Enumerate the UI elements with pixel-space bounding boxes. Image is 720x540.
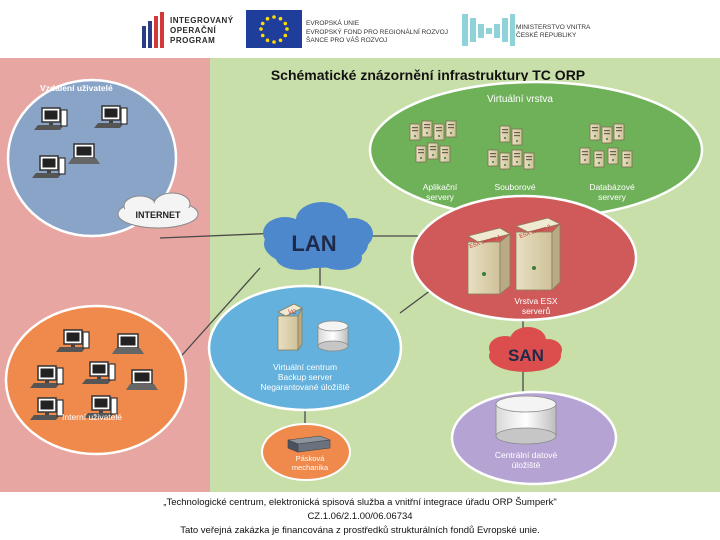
internal-users-label: Interní uživatelé: [62, 412, 122, 422]
footer: „Technologické centrum, elektronická spi…: [0, 492, 720, 540]
internet-label: INTERNET: [136, 210, 182, 220]
iop-line-3: PROGRAM: [170, 36, 216, 45]
virtual-center-label-1: Virtuální centrum: [273, 362, 337, 372]
tape-drive-label-1: Pásková: [296, 454, 326, 463]
eu-logo: EVROPSKÁ UNIE EVROPSKÝ FOND PRO REGIONÁL…: [246, 10, 456, 50]
app-servers-label-2: servery: [426, 192, 455, 202]
infrastructure-diagram: Schématické znázornění infrastruktury TC…: [0, 58, 720, 492]
eu-line-1: EVROPSKÁ UNIE: [306, 20, 360, 27]
esx-server-2-icon: [514, 217, 562, 291]
vc-server-icon: [277, 303, 303, 352]
esx-server-1-icon: [466, 227, 512, 295]
footer-funding-note: Tato veřejná zakázka je financována z pr…: [180, 525, 540, 536]
footer-project-title: „Technologické centrum, elektronická spi…: [163, 497, 557, 508]
central-storage-label-2: úložiště: [512, 460, 541, 470]
iop-logo: INTEGROVANÝ OPERAČNÍ PROGRAM: [140, 12, 235, 48]
tape-drive-label-2: mechanika: [292, 463, 329, 472]
virtual-center-label-2: Backup server: [278, 372, 332, 382]
esx-layer-label-2: serverů: [522, 306, 551, 316]
virtual-center-ellipse: [207, 284, 403, 412]
ministry-line-2: ČESKÉ REPUBLIKY: [516, 32, 577, 39]
iop-line-2: OPERAČNÍ: [170, 26, 217, 35]
ministry-emblem-icon: [462, 14, 515, 46]
esx-layer-label-1: Vrstva ESX: [514, 296, 557, 306]
san-cloud: [489, 327, 562, 372]
db-servers-label-2: servery: [598, 192, 627, 202]
central-storage-disk-icon: [495, 395, 557, 445]
tape-drive-icon: [287, 435, 331, 453]
lan-label: LAN: [291, 231, 336, 256]
ministry-logo: MINISTERSTVO VNITRA ČESKÉ REPUBLIKY: [460, 12, 600, 48]
iop-line-1: INTEGROVANÝ: [170, 16, 234, 25]
header: INTEGROVANÝ OPERAČNÍ PROGRAM EVROPSKÁ UN…: [0, 0, 720, 58]
internet-cloud: [117, 192, 199, 229]
ministry-line-1: MINISTERSTVO VNITRA: [516, 24, 591, 31]
virtual-layer-label: Virtuální vrstva: [487, 94, 553, 105]
virtual-center-label-3: Negarantované úložiště: [260, 382, 350, 392]
db-servers-label-1: Databázové: [589, 182, 635, 192]
san-label: SAN: [508, 346, 544, 365]
app-servers-label-1: Aplikační: [423, 182, 458, 192]
vc-label: VC: [288, 310, 297, 316]
iop-bars-icon: [142, 12, 164, 48]
central-storage-label-1: Centrální datové: [495, 450, 558, 460]
diagram-canvas: Schématické znázornění infrastruktury TC…: [0, 58, 720, 492]
remote-users-label: Vzdálení uživatelé: [40, 83, 113, 93]
eu-flag-icon: [246, 10, 302, 48]
footer-project-code: CZ.1.06/2.1.00/06.06734: [307, 511, 413, 522]
file-servers-label-1: Souborové: [494, 182, 535, 192]
eu-line-3: ŠANCE PRO VÁŠ ROZVOJ: [306, 37, 388, 44]
lan-cloud: [263, 202, 373, 270]
diagram-title: Schématické znázornění infrastruktury TC…: [271, 67, 585, 83]
backup-disk-icon: [317, 320, 349, 352]
eu-line-2: EVROPSKÝ FOND PRO REGIONÁLNÍ ROZVOJ: [306, 28, 448, 36]
tape-drive-ellipse: [261, 423, 351, 481]
